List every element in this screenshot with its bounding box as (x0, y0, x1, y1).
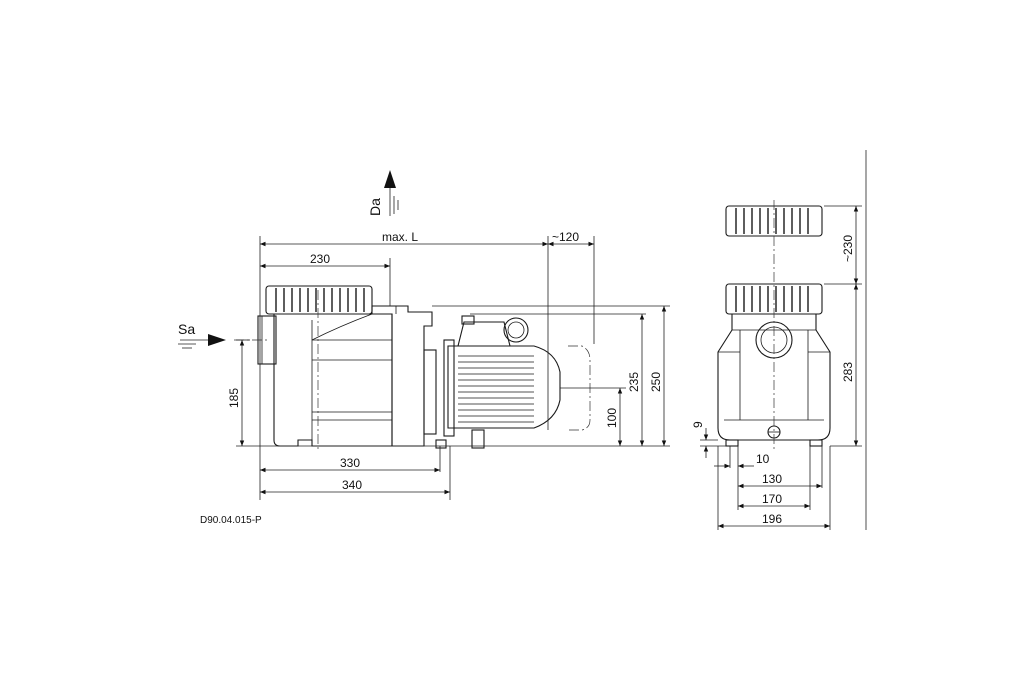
dim-prefilter-length: 230 (310, 252, 330, 266)
discharge-arrow (384, 170, 399, 216)
dim-end-foot-span: 170 (762, 492, 782, 506)
end-view: ~230 283 9 10 130 170 196 (691, 150, 867, 530)
dim-foot-width: 10 (756, 452, 770, 466)
dim-foot-span: 330 (340, 456, 360, 470)
suction-arrow (178, 334, 226, 349)
dim-end-overall-height: 283 (841, 362, 855, 382)
dim-motor-clearance: ~120 (552, 230, 579, 244)
lid-fitted (725, 283, 823, 315)
dim-foot-height: 9 (691, 421, 705, 428)
motor (443, 315, 591, 437)
suction-label: Sa (178, 321, 195, 337)
discharge-label: Da (367, 198, 383, 216)
side-view: Sa Da max. L ~120 230 330 340 185 100 23… (178, 170, 670, 500)
pump-body (371, 305, 485, 449)
dim-suction-height: 185 (227, 388, 241, 408)
drawing-code: D90.04.015-P (200, 515, 262, 526)
dim-max-length: max. L (382, 230, 418, 244)
dim-overall-height: 250 (649, 372, 663, 392)
dim-overall-width: 196 (762, 512, 782, 526)
dim-lid-removal: ~230 (841, 235, 855, 262)
dim-motor-height: 235 (627, 372, 641, 392)
dim-hole-spacing: 130 (762, 472, 782, 486)
dim-base-length: 340 (342, 478, 362, 492)
dim-motor-axis-height: 100 (605, 408, 619, 428)
